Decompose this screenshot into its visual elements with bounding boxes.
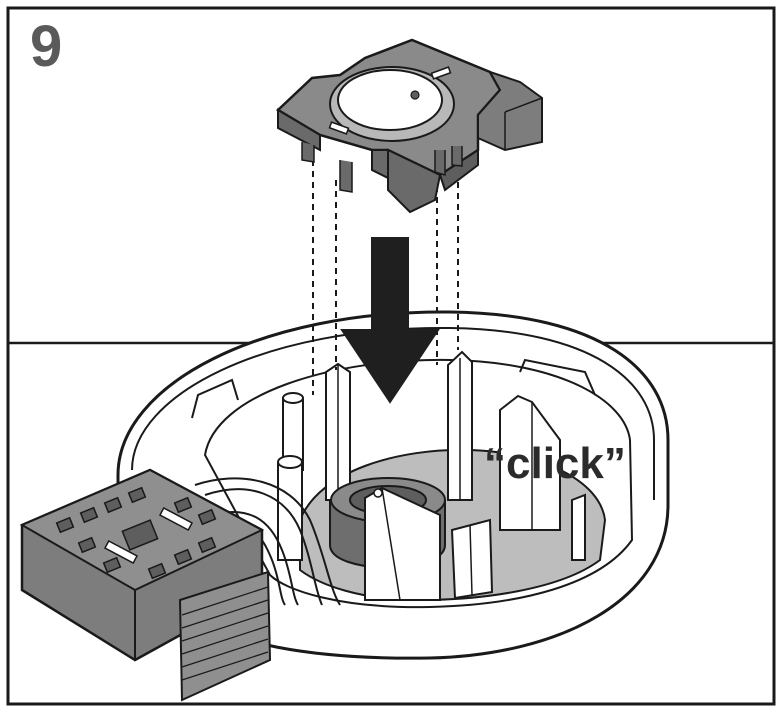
- connector-block-icon: [19, 468, 272, 702]
- down-arrow-icon: [340, 237, 440, 404]
- click-callout: “click”: [484, 439, 626, 488]
- guide-pins: [277, 350, 473, 561]
- alignment-guides: [312, 160, 459, 395]
- center-hub: [329, 477, 494, 601]
- step-number: 9: [30, 14, 63, 79]
- mounting-bracket-icon: [275, 38, 543, 214]
